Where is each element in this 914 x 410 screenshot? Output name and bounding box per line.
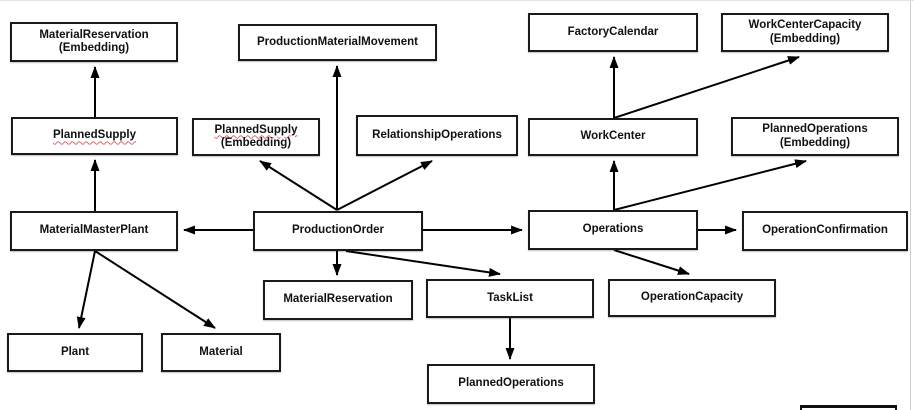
node-production-order-label: ProductionOrder <box>291 224 384 237</box>
node-material-master-plant-label: MaterialMasterPlant <box>39 224 149 237</box>
edge-production-order-to-planned-supply-embedding[interactable] <box>259 160 338 211</box>
node-factory-calendar[interactable]: FactoryCalendar <box>528 13 698 52</box>
node-material-reservation-embedding-label: MaterialReservation <box>39 28 149 41</box>
node-material-master-plant[interactable]: MaterialMasterPlant <box>10 211 178 251</box>
node-operation-confirmation-label: OperationConfirmation <box>762 224 888 237</box>
edge-operations-to-operation-capacity[interactable] <box>613 249 690 275</box>
edge-production-order-to-relationship-operations[interactable] <box>336 160 433 211</box>
node-planned-operations-embedding[interactable]: PlannedOperations(Embedding) <box>731 117 899 156</box>
node-planned-supply-embedding[interactable]: PlannedSupply(Embedding) <box>192 118 320 156</box>
node-planned-operations-embedding-label: PlannedOperations <box>762 123 868 135</box>
node-production-material-movement-label: ProductionMaterialMovement <box>256 35 419 48</box>
cutoff-box-bottom-right[interactable] <box>800 405 897 410</box>
node-material-reservation-embedding-label: (Embedding) <box>58 42 130 54</box>
node-production-order[interactable]: ProductionOrder <box>253 211 423 251</box>
node-material-reservation-embedding[interactable]: MaterialReservation(Embedding) <box>10 22 178 62</box>
node-factory-calendar-label: FactoryCalendar <box>567 25 659 38</box>
edge-operations-to-planned-operations-embedding[interactable] <box>613 159 807 211</box>
node-planned-supply-embedding-label: (Embedding) <box>220 137 292 149</box>
node-operations[interactable]: Operations <box>528 210 698 250</box>
edge-production-order-to-task-list[interactable] <box>345 250 501 277</box>
node-work-center[interactable]: WorkCenter <box>528 118 698 156</box>
node-work-center-capacity-embedding-label: (Embedding) <box>769 32 841 45</box>
node-material-reservation-label: MaterialReservation <box>283 293 393 306</box>
node-production-material-movement[interactable]: ProductionMaterialMovement <box>238 24 437 61</box>
node-planned-operations[interactable]: PlannedOperations <box>427 364 595 404</box>
node-material-label: Material <box>199 345 243 358</box>
node-planned-operations-label: PlannedOperations <box>458 377 564 390</box>
node-planned-supply-label: PlannedSupply <box>52 129 137 142</box>
edge-material-master-plant-to-material[interactable] <box>94 250 216 329</box>
node-operations-label: Operations <box>582 223 644 236</box>
node-task-list[interactable]: TaskList <box>426 279 594 318</box>
node-material-reservation[interactable]: MaterialReservation <box>263 280 413 320</box>
node-plant[interactable]: Plant <box>7 333 143 372</box>
node-plant-label: Plant <box>60 345 90 358</box>
node-planned-operations-embedding-label: (Embedding) <box>779 136 851 149</box>
edge-work-center-to-work-center-capacity-embedding[interactable] <box>613 56 800 119</box>
node-material[interactable]: Material <box>161 333 281 372</box>
page-right-edge-line <box>910 1 911 410</box>
node-task-list-label: TaskList <box>487 291 533 304</box>
node-planned-supply-embedding-label: PlannedSupply <box>214 123 298 136</box>
node-operation-confirmation[interactable]: OperationConfirmation <box>742 211 908 251</box>
node-work-center-capacity-embedding[interactable]: WorkCenterCapacity(Embedding) <box>721 13 889 52</box>
node-relationship-operations[interactable]: RelationshipOperations <box>356 115 518 156</box>
node-operation-capacity[interactable]: OperationCapacity <box>608 279 776 317</box>
edge-material-master-plant-to-plant[interactable] <box>76 250 96 329</box>
node-work-center-capacity-embedding-label: WorkCenterCapacity <box>748 19 862 31</box>
node-relationship-operations-label: RelationshipOperations <box>372 128 502 141</box>
node-operation-capacity-label: OperationCapacity <box>640 291 744 304</box>
node-planned-supply[interactable]: PlannedSupply <box>11 117 178 155</box>
node-work-center-label: WorkCenter <box>580 130 646 143</box>
